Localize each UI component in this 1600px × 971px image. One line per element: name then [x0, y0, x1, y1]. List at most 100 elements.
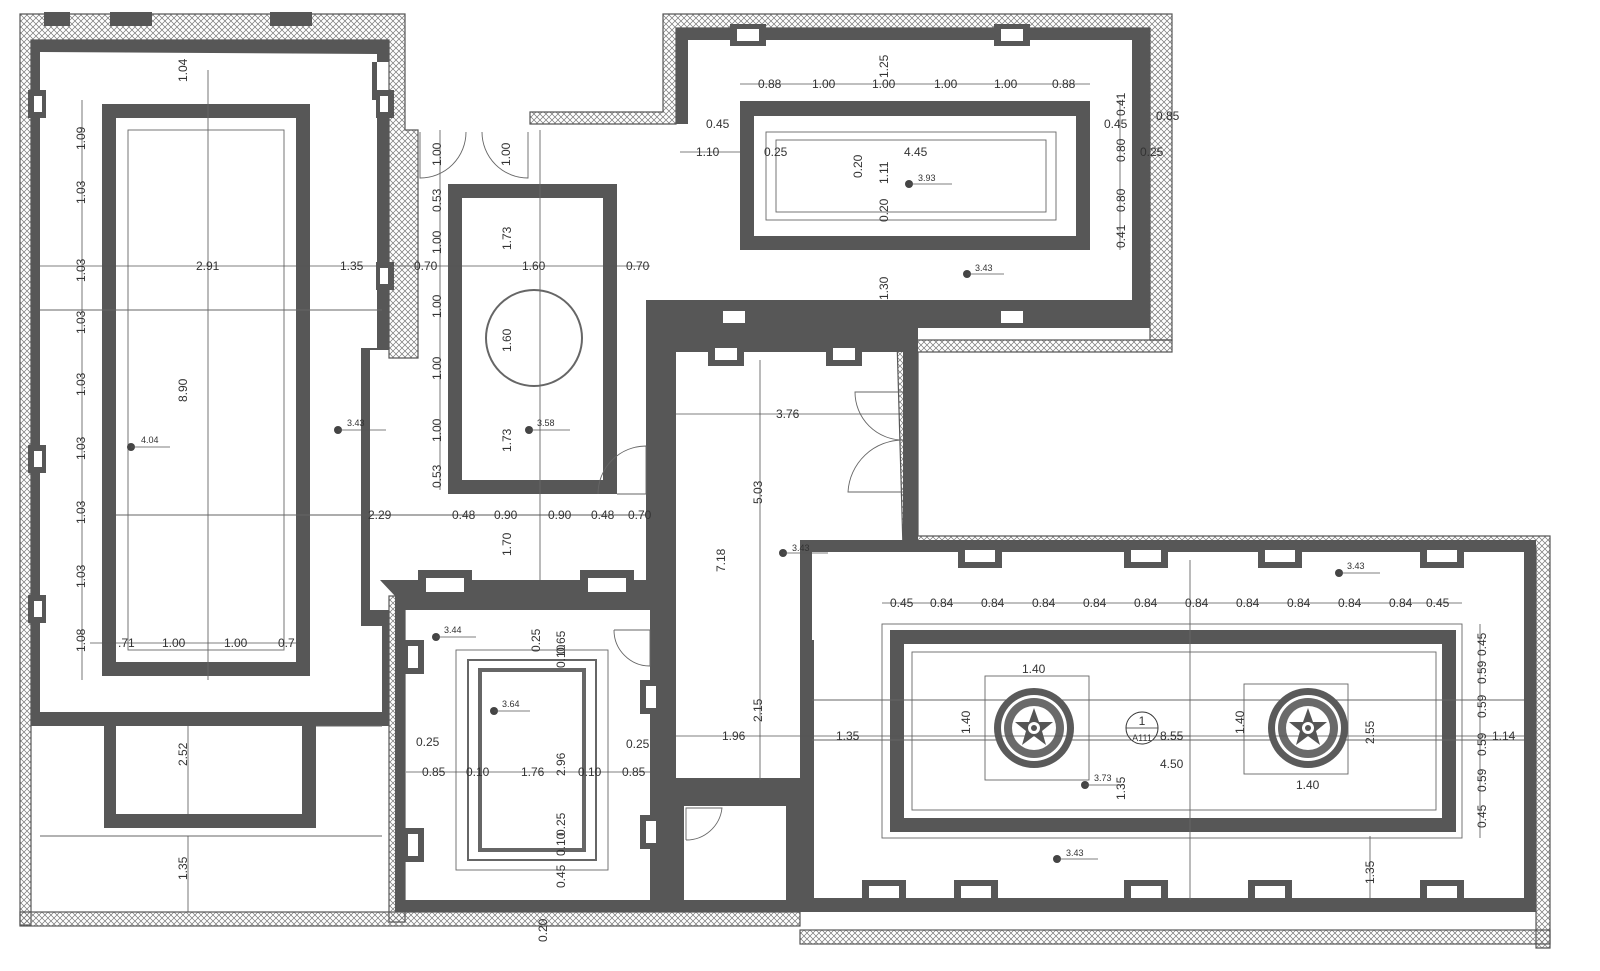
dim-text: 1.00 — [499, 142, 513, 166]
dim-text: 0.84 — [981, 596, 1005, 610]
dim-text: 0.70 — [626, 259, 650, 273]
construction-lines — [40, 70, 1524, 900]
dim-text: 1.00 — [162, 636, 186, 650]
dim-text: 0.25 — [1140, 145, 1164, 159]
elevation-label: 3.43 — [792, 543, 810, 553]
ceiling-rosette-right — [1268, 688, 1348, 768]
dim-text: 1.40 — [1233, 710, 1247, 734]
dim-text: 2.52 — [176, 742, 190, 766]
dim-text: 0.70 — [414, 259, 438, 273]
dim-text: 0.7 — [278, 636, 295, 650]
dim-text: 1.60 — [522, 259, 546, 273]
dim-text: 4.45 — [904, 145, 928, 159]
dim-text: 0.45 — [1426, 596, 1450, 610]
dim-text: 0.10 — [554, 832, 568, 856]
dim-text: 0.25 — [529, 628, 543, 652]
dim-text: 2.55 — [1363, 720, 1377, 744]
section-number: 1 — [1139, 714, 1146, 728]
dimension-labels: 1.04 1.09 1.03 1.03 1.03 1.03 1.03 1.03 … — [74, 54, 1516, 942]
elevation-label: 4.04 — [141, 435, 159, 445]
dim-text: 1.35 — [176, 856, 190, 880]
dim-text: 0.85 — [622, 765, 646, 779]
dim-text: 0.84 — [1032, 596, 1056, 610]
dim-text: 1.00 — [430, 418, 444, 442]
dim-text: 0.45 — [1475, 632, 1489, 656]
dim-text: 1.35 — [836, 729, 860, 743]
dim-text: 0.20 — [536, 918, 550, 942]
dim-text: 1.09 — [74, 126, 88, 150]
elevation-label: 3.43 — [975, 263, 993, 273]
dim-text: 0.85 — [422, 765, 446, 779]
elevation-label: 3.43 — [1066, 848, 1084, 858]
dim-text: 1.03 — [74, 372, 88, 396]
dim-text: 1.00 — [430, 230, 444, 254]
dim-text: 0.84 — [1287, 596, 1311, 610]
dim-text: 0.41 — [1114, 224, 1128, 248]
dim-text: 1.73 — [500, 428, 514, 452]
dim-text: 1.70 — [500, 532, 514, 556]
dim-text: 0.10 — [578, 765, 602, 779]
dim-text: 0.41 — [1114, 92, 1128, 116]
dim-text: 2.91 — [196, 259, 220, 273]
dim-text: 0.10 — [466, 765, 490, 779]
dim-text: 5.03 — [751, 480, 765, 504]
dim-text: 0.88 — [758, 77, 782, 91]
dim-text: 1.35 — [1363, 860, 1377, 884]
dim-text: 0.59 — [1475, 732, 1489, 756]
dim-text: 0.84 — [1083, 596, 1107, 610]
dim-text: 3.76 — [776, 407, 800, 421]
elevation-label: 3.43 — [1347, 561, 1365, 571]
dim-text: 0.45 — [554, 864, 568, 888]
dim-text: 0.20 — [851, 154, 865, 178]
dim-text: 1.03 — [74, 180, 88, 204]
dim-text: 0.84 — [1134, 596, 1158, 610]
dim-text: 0.84 — [1389, 596, 1413, 610]
dim-text: 0.48 — [452, 508, 476, 522]
dim-text: 0.90 — [548, 508, 572, 522]
elevation-label: 3.44 — [444, 625, 462, 635]
elevation-label: 3.43 — [347, 418, 365, 428]
dim-text: 1.00 — [430, 294, 444, 318]
elevation-label: 3.73 — [1094, 773, 1112, 783]
dim-text: 1.00 — [224, 636, 248, 650]
dim-text: 0.25 — [416, 735, 440, 749]
dim-text: 1.03 — [74, 310, 88, 334]
section-sheet: A111 — [1132, 733, 1152, 743]
dim-text: 1.40 — [1022, 662, 1046, 676]
dim-text: 0.90 — [494, 508, 518, 522]
dim-text: 1.03 — [74, 564, 88, 588]
dim-text: 2.15 — [751, 698, 765, 722]
dim-text: .71 — [118, 636, 135, 650]
dim-text: 1.96 — [722, 729, 746, 743]
dim-text: 1.10 — [696, 145, 720, 159]
dim-text: 1.40 — [1296, 778, 1320, 792]
dim-text: 1.00 — [994, 77, 1018, 91]
dim-text: 0.53 — [430, 464, 444, 488]
dim-text: 2.29 — [368, 508, 392, 522]
dim-text: 1.35 — [1114, 776, 1128, 800]
dim-text: 1.35 — [340, 259, 364, 273]
dim-text: 0.80 — [1114, 188, 1128, 212]
dim-text: 1.00 — [430, 356, 444, 380]
ceiling-rosette-left — [994, 688, 1074, 768]
dim-text: 0.80 — [1114, 138, 1128, 162]
dim-text: 1.04 — [176, 58, 190, 82]
dim-text: 0.59 — [1475, 694, 1489, 718]
dim-text: 0.59 — [1475, 660, 1489, 684]
dim-text: 0.53 — [430, 188, 444, 212]
dim-text: 0.85 — [1156, 109, 1180, 123]
dim-text: 1.60 — [500, 328, 514, 352]
elevation-label: 3.58 — [537, 418, 555, 428]
dimension-lines — [40, 83, 1524, 912]
dim-text: 0.45 — [1475, 804, 1489, 828]
dim-text: 1.25 — [877, 54, 891, 78]
dim-text: 0.45 — [890, 596, 914, 610]
dim-text: 0.59 — [1475, 768, 1489, 792]
dim-text: 1.00 — [430, 142, 444, 166]
dim-text: 4.50 — [1160, 757, 1184, 771]
dim-text: 8.55 — [1160, 729, 1184, 743]
dim-text: 2.96 — [554, 752, 568, 776]
dim-text: 1.03 — [74, 436, 88, 460]
dim-text: 8.90 — [176, 378, 190, 402]
